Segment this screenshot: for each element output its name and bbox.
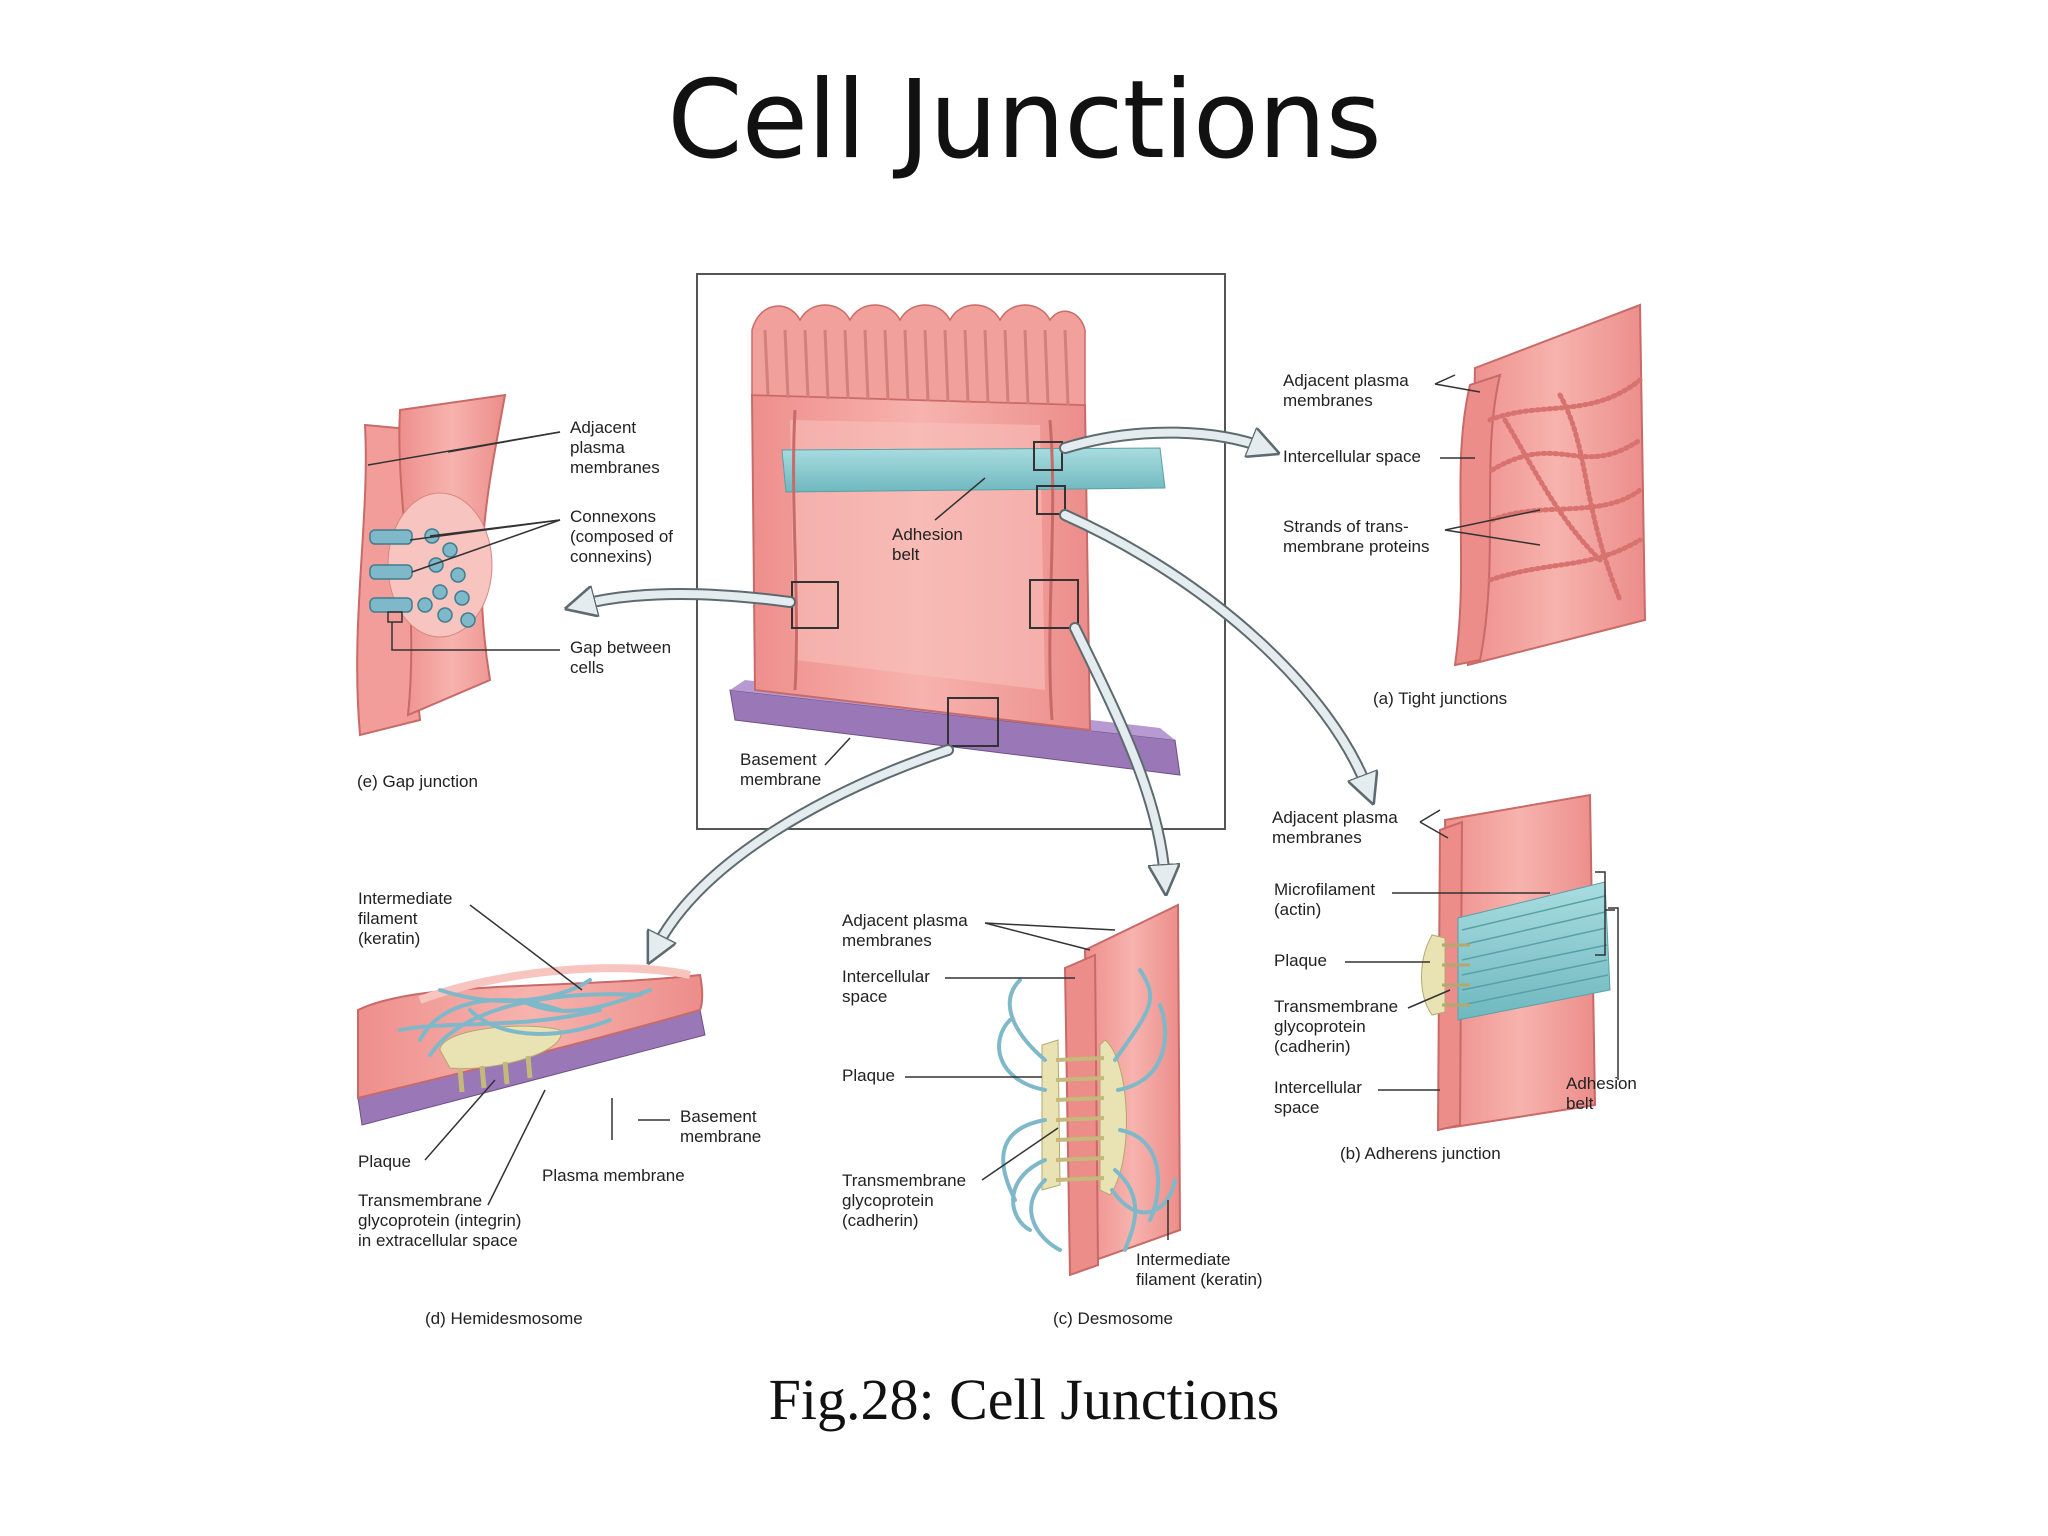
hemi-plasma-membrane-label: Plasma membrane	[542, 1166, 685, 1185]
desmosome-plaque-left	[1041, 1039, 1061, 1191]
gap-adjacent-label-1: Adjacent	[570, 418, 636, 437]
center-basement-label-2: membrane	[740, 770, 821, 789]
gap-adjacent-label-2: plasma	[570, 438, 625, 457]
slide-title: Cell Junctions	[667, 58, 1381, 183]
gap-connexons-label-1: Connexons	[570, 507, 656, 526]
tight-strands-label-1: Strands of trans-	[1283, 517, 1409, 536]
adherens-adjacent-label-1: Adjacent plasma	[1272, 808, 1398, 827]
figure-caption: Fig.28: Cell Junctions	[768, 1367, 1280, 1432]
tight-front-membrane	[1453, 373, 1502, 667]
desmosome-intermediate-label-2: filament (keratin)	[1136, 1270, 1263, 1289]
desmosome-panel-label: (c) Desmosome	[1053, 1309, 1173, 1328]
desmosome-transmembrane-label-3: (cadherin)	[842, 1211, 919, 1230]
desmosome-front-membrane	[1063, 953, 1100, 1277]
adherens-transmembrane-label-1: Transmembrane	[1274, 997, 1398, 1016]
center-adhesion-belt-label-2: belt	[892, 545, 920, 564]
tight-strands-label-2: membrane proteins	[1283, 537, 1429, 556]
microvilli	[751, 304, 1086, 406]
tight-panel-label: (a) Tight junctions	[1373, 689, 1507, 708]
hemi-panel-label: (d) Hemidesmosome	[425, 1309, 583, 1328]
connexon-channels	[369, 528, 476, 628]
tight-back-membrane	[1466, 303, 1647, 667]
callout-arrows	[580, 426, 1368, 950]
hemi-plaque	[439, 1025, 562, 1069]
hemi-intermediate-label-3: (keratin)	[358, 929, 420, 948]
adherens-microfilament-label-2: (actin)	[1274, 900, 1321, 919]
desmosome-intercellular-label-1: Intercellular	[842, 967, 930, 986]
adherens-plaque-label: Plaque	[1274, 951, 1327, 970]
adherens-front-membrane	[1436, 820, 1464, 1132]
gap-connexons-label-3: connexins)	[570, 547, 652, 566]
adherens-plaque	[1421, 934, 1446, 1016]
gap-between-label-1: Gap between	[570, 638, 671, 657]
tight-junction-panel: Adjacent plasma membranes Intercellular …	[1283, 303, 1647, 708]
adherens-belt-label-2: belt	[1566, 1094, 1594, 1113]
desmosome-transmembrane-label-1: Transmembrane	[842, 1171, 966, 1190]
desmosome-plaque-label: Plaque	[842, 1066, 895, 1085]
gap-connexons-label-2: (composed of	[570, 527, 673, 546]
adherens-microfilament-label-1: Microfilament	[1274, 880, 1375, 899]
adherens-adjacent-label-2: membranes	[1272, 828, 1362, 847]
adherens-transmembrane-label-3: (cadherin)	[1274, 1037, 1351, 1056]
center-adhesion-belt	[781, 447, 1166, 493]
center-adhesion-belt-label-1: Adhesion	[892, 525, 963, 544]
adherens-panel-label: (b) Adherens junction	[1340, 1144, 1501, 1163]
desmosome-panel: Adjacent plasma membranes Intercellular …	[842, 903, 1263, 1328]
tight-strands	[1487, 377, 1643, 603]
hemi-basement-label-2: membrane	[680, 1127, 761, 1146]
hemi-transmembrane-label-2: glycoprotein (integrin)	[358, 1211, 521, 1230]
gap-junction-panel: Adjacent plasma membranes Connexons (com…	[356, 393, 673, 791]
desmosome-intermediate-label-1: Intermediate	[1136, 1250, 1231, 1269]
tight-adjacent-label-2: membranes	[1283, 391, 1373, 410]
tight-adjacent-label-1: Adjacent plasma	[1283, 371, 1409, 390]
adherens-transmembrane-label-2: glycoprotein	[1274, 1017, 1366, 1036]
hemi-transmembrane-label-1: Transmembrane	[358, 1191, 482, 1210]
desmosome-transmembrane-label-2: glycoprotein	[842, 1191, 934, 1210]
desmosome-adjacent-label-2: membranes	[842, 931, 932, 950]
adherens-junction-panel: Adjacent plasma membranes Microfilament …	[1272, 793, 1637, 1163]
desmosome-filaments	[997, 968, 1177, 1252]
hemi-intermediate-label-1: Intermediate	[358, 889, 453, 908]
hemidesmosome-panel: Intermediate filament (keratin) Basement…	[357, 889, 761, 1328]
adherens-intercellular-label-2: space	[1274, 1098, 1319, 1117]
desmosome-intercellular-label-2: space	[842, 987, 887, 1006]
gap-between-label-2: cells	[570, 658, 604, 677]
tight-intercellular-label: Intercellular space	[1283, 447, 1421, 466]
hemi-intermediate-label-2: filament	[358, 909, 418, 928]
desmosome-adjacent-label-1: Adjacent plasma	[842, 911, 968, 930]
gap-panel-label: (e) Gap junction	[357, 772, 478, 791]
hemi-plaque-label: Plaque	[358, 1152, 411, 1171]
adherens-belt-label-1: Adhesion	[1566, 1074, 1637, 1093]
hemi-basement-label-1: Basement	[680, 1107, 757, 1126]
adherens-intercellular-label-1: Intercellular	[1274, 1078, 1362, 1097]
center-basement-label-1: Basement	[740, 750, 817, 769]
gap-adjacent-label-3: membranes	[570, 458, 660, 477]
hemi-transmembrane-label-3: in extracellular space	[358, 1231, 518, 1250]
